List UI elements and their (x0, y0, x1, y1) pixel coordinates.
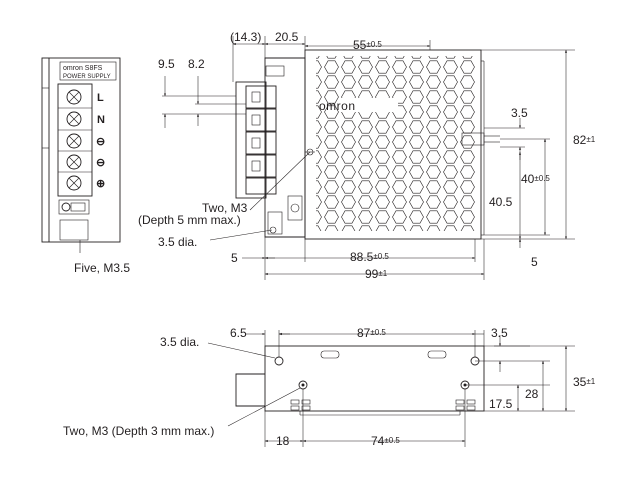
dim-87: 87±0.5 (357, 326, 386, 340)
dim-14-3: (14.3) (230, 30, 262, 44)
dim-20-5: 20.5 (275, 30, 299, 44)
side-m3-note-line1: Two, M3 (202, 201, 248, 215)
dim-5-left: 5 (231, 251, 238, 265)
side-body-outline (304, 49, 482, 240)
side-view (235, 49, 500, 240)
dim-28: 28 (525, 387, 539, 401)
dim-40-5: 40.5 (489, 195, 513, 209)
terminal-screw-icon (66, 89, 82, 191)
dim-9-5: 9.5 (158, 57, 175, 71)
bottom-view (235, 345, 485, 416)
terminal-block (57, 83, 93, 197)
terminal-label-ground: ⊖ (96, 136, 106, 148)
dim-88-5: 88.5±0.5 (350, 250, 389, 264)
bottom-dimensions (207, 330, 575, 447)
front-sub-label: POWER SUPPLY (63, 74, 111, 80)
front-view (41, 57, 121, 253)
dim-40: 40±0.5 (521, 172, 550, 186)
front-body-outline (41, 57, 121, 243)
dim-8-2: 8.2 (188, 57, 205, 71)
front-brand-label: omron S8FS (63, 65, 103, 72)
dim-5-right: 5 (531, 255, 538, 269)
side-m3-note-line2: (Depth 5 mm max.) (138, 213, 241, 227)
dim-74: 74±0.5 (371, 434, 400, 448)
terminal-label-plus: ⊕ (96, 178, 106, 190)
side-dimensions (162, 36, 575, 280)
dim-18: 18 (276, 434, 290, 448)
bottom-body-outline (264, 345, 485, 412)
terminal-label-minus: ⊖ (96, 157, 106, 169)
dim-55: 55±0.5 (353, 38, 382, 52)
side-hole-note: 3.5 dia. (158, 235, 198, 249)
vent-grille (316, 56, 476, 231)
terminal-label-n: N (97, 114, 105, 126)
dim-35: 35±1 (573, 375, 596, 389)
dim-6-5: 6.5 (230, 326, 247, 340)
dim-82: 82±1 (573, 133, 596, 147)
terminal-label-l: L (97, 92, 104, 104)
dim-17-5: 17.5 (489, 397, 513, 411)
bottom-hole-note: 3.5 dia. (160, 335, 200, 349)
front-screw-note: Five, M3.5 (74, 261, 131, 275)
omron-logo: omron (319, 99, 356, 113)
dim-99: 99±1 (365, 267, 388, 281)
dim-3-5-side: 3.5 (511, 106, 528, 120)
bottom-m3-note: Two, M3 (Depth 3 mm max.) (63, 424, 215, 438)
terminal-side (235, 81, 267, 199)
dim-3-5-bottom: 3.5 (491, 326, 508, 340)
